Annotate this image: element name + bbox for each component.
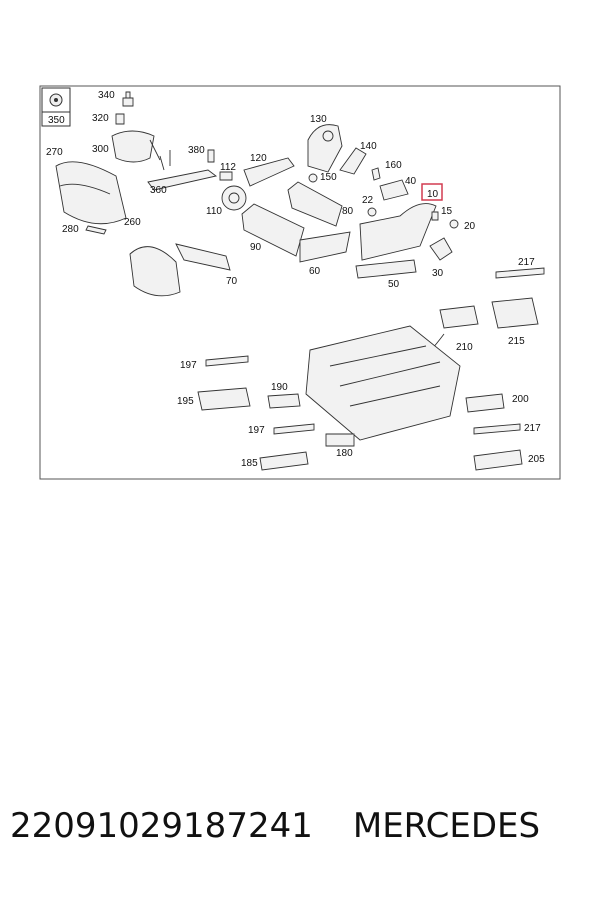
part-label-200: 200 [512,394,529,405]
highlight-box [421,183,443,201]
part-label-50: 50 [388,279,400,290]
part-drawing-300 [111,130,155,163]
part-drawing-215 [491,297,539,329]
part-label-360: 360 [150,185,167,196]
part-drawing-360 [147,169,218,191]
part-drawing-200 [465,393,505,413]
part-drawing-320 [115,113,125,125]
part-drawing-195 [197,387,251,411]
part-label-30: 30 [432,268,444,279]
part-label-197-lower: 197 [248,425,265,436]
part-label-190: 190 [271,382,288,393]
part-number: 22091029187241 [10,806,313,846]
part-label-215: 215 [508,336,525,347]
part-label-300: 300 [92,144,109,155]
part-drawing-15 [431,211,439,221]
part-label-120: 120 [250,153,267,164]
part-label-130: 130 [310,114,327,125]
part-drawing-80 [287,181,343,227]
part-label-205: 205 [528,454,545,465]
part-drawing-380 [207,149,215,163]
part-drawing-140 [339,147,367,175]
part-drawing-197a [205,355,249,367]
part-drawing-260 [129,246,181,297]
part-labels: 340 320 300 270 280 260 360 380 112 120 … [46,90,545,469]
part-label-217-upper: 217 [518,257,535,268]
part-drawing-seat-frame [305,325,461,441]
part-drawing-160 [371,167,381,181]
part-label-60: 60 [309,266,321,277]
part-drawings [55,91,545,471]
part-label-15: 15 [441,206,453,217]
part-drawing-217b [473,423,521,435]
part-drawing-60 [299,231,351,263]
part-label-197-upper: 197 [180,360,197,371]
part-label-112: 112 [220,162,236,173]
parts-diagram: 350 [39,85,561,480]
part-drawing-217a [495,267,545,279]
part-label-110: 110 [206,206,222,217]
part-label-180: 180 [336,448,353,459]
part-label-380: 380 [188,145,205,156]
inset-box [41,87,71,127]
part-label-90: 90 [250,242,262,253]
diagram-frame [39,85,561,480]
part-label-340: 340 [98,90,115,101]
part-label-210: 210 [456,342,473,353]
part-drawing-120 [243,157,295,187]
part-drawing-180 [325,433,355,447]
part-label-270: 270 [46,147,63,158]
part-drawing-270 [55,161,127,225]
part-drawing-205 [473,449,523,471]
caption: 22091029187241 MERCEDES [10,806,600,866]
part-drawing-280 [85,225,107,235]
part-drawing-185 [259,451,309,471]
part-label-260: 260 [124,217,141,228]
part-drawing-197b [273,423,315,435]
part-drawing-20 [449,219,459,229]
part-drawing-340 [122,91,134,107]
part-label-280: 280 [62,224,79,235]
part-label-320: 320 [92,113,109,124]
part-drawing-210 [439,305,479,329]
part-drawing-30 [429,237,453,261]
part-drawing-130 [307,124,343,173]
part-drawing-10 [359,203,437,261]
part-drawing-190 [267,393,301,409]
part-label-195: 195 [177,396,194,407]
part-drawing-50 [355,259,417,279]
part-drawing-150 [308,173,318,183]
part-label-70: 70 [226,276,238,287]
part-label-185: 185 [241,458,258,469]
part-label-20: 20 [464,221,476,232]
part-label-150: 150 [320,172,337,183]
part-label-140: 140 [360,141,377,152]
part-label-80: 80 [342,206,354,217]
inset-label: 350 [48,115,65,126]
part-drawing-70 [175,243,231,271]
part-label-160: 160 [385,160,402,171]
part-drawing-112 [219,171,233,181]
part-label-22: 22 [362,195,374,206]
part-label-217-lower: 217 [524,423,541,434]
brand-name: MERCEDES [352,806,541,846]
part-label-10: 10 [427,189,439,200]
part-label-40: 40 [405,176,417,187]
part-drawing-22 [367,207,377,217]
part-drawing-40 [379,179,409,201]
